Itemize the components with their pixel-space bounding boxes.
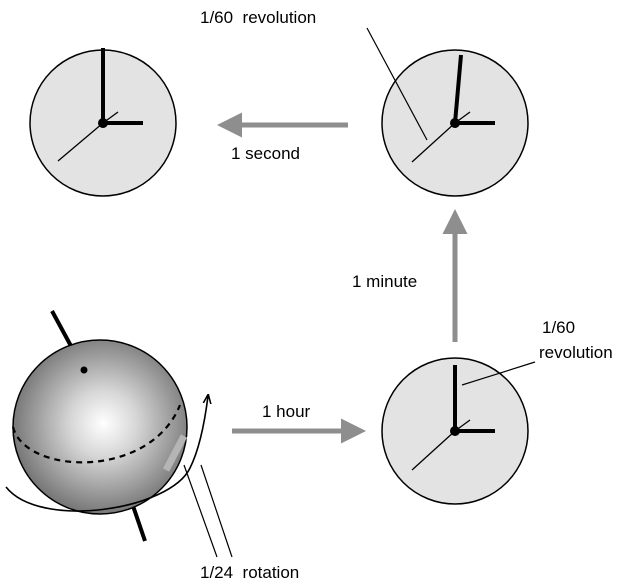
clock-icon — [382, 358, 528, 504]
label-revolution-right-line2: revolution — [539, 343, 613, 362]
leader-rotation-left — [184, 465, 217, 557]
leader-rotation-right — [201, 465, 232, 557]
clock-icon — [30, 48, 176, 196]
clock-top-right — [382, 50, 528, 196]
clock-top-left — [30, 48, 176, 196]
label-revolution-top: 1/60 revolution — [200, 8, 316, 27]
earth-globe — [6, 311, 208, 541]
label-revolution-right-line1: 1/60 — [542, 318, 575, 337]
label-one-minute: 1 minute — [352, 272, 417, 291]
clock-icon — [382, 50, 528, 196]
label-rotation: 1/24 rotation — [200, 563, 299, 582]
earth-globe-icon — [6, 311, 208, 541]
clock-bottom-right — [382, 358, 528, 504]
label-one-second: 1 second — [231, 144, 300, 163]
label-one-hour: 1 hour — [262, 402, 311, 421]
